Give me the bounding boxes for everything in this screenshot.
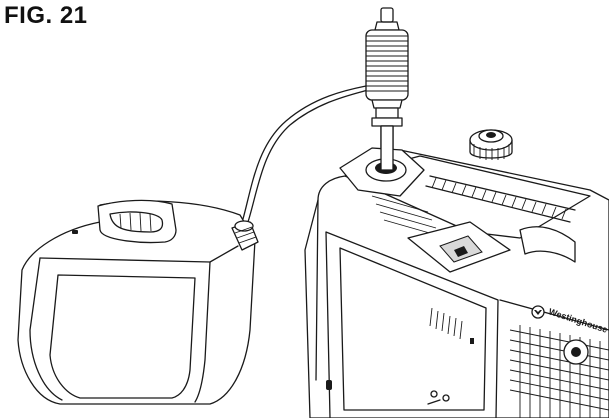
siphon-hose: [242, 85, 369, 223]
side-vent-grid: [499, 299, 609, 418]
generator: Westinghouse: [304, 125, 609, 418]
top-vent-slats: [371, 175, 576, 237]
carry-handle: [519, 226, 576, 263]
front-panel: [325, 231, 499, 418]
jerry-can: [17, 199, 259, 405]
fuel-cap: [469, 129, 513, 160]
front-vent-grill: [429, 307, 463, 340]
foot-mount: [326, 380, 332, 390]
figure-label: FIG. 21: [4, 2, 88, 29]
outlet-screw: [430, 390, 438, 398]
fitting: [470, 338, 474, 344]
outlet-screw: [442, 394, 450, 402]
